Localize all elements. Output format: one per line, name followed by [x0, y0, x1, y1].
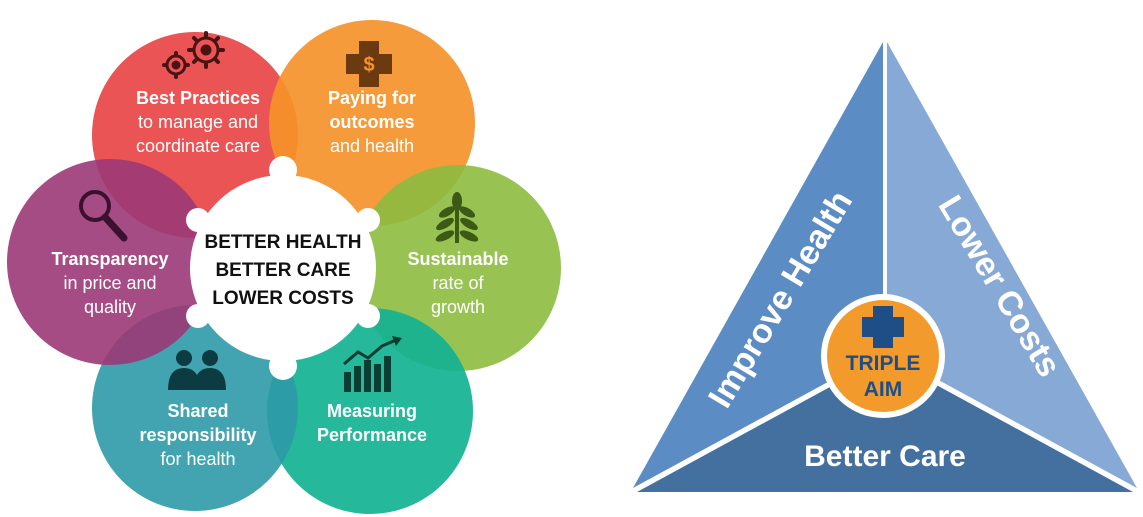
petal-paying-text: Paying for outcomes and health: [328, 88, 416, 156]
measuring-line-1: Measuring: [327, 401, 417, 421]
paying-line-1: Paying for: [328, 88, 416, 108]
sustainable-line-1: Sustainable: [407, 249, 508, 269]
shared-line-3: for health: [160, 449, 235, 469]
triple-aim-line-1: TRIPLE: [846, 352, 921, 375]
transparency-line-1: Transparency: [51, 249, 168, 269]
sustainable-line-2: rate of: [432, 273, 484, 293]
petal-shared-text: Shared responsibility for health: [139, 401, 256, 469]
shared-line-1: Shared: [167, 401, 228, 421]
petal-measuring-performance: [267, 308, 473, 514]
flower-center: BETTER HEALTH BETTER CARE LOWER COSTS: [186, 156, 380, 380]
dollar-cross-icon: $: [346, 41, 392, 87]
gears-icon: [162, 31, 225, 79]
badge-disc: [827, 300, 939, 412]
petal-sustainable-text: Sustainable rate of growth: [407, 249, 508, 317]
triple-aim-triangle: Improve Health Lower Costs Better Care T…: [619, 33, 1143, 501]
transparency-line-2: in price and: [63, 273, 156, 293]
triple-aim-badge: TRIPLE AIM: [821, 294, 945, 418]
triangle-left-face: [633, 42, 883, 488]
leaf-plant-icon: [435, 192, 479, 243]
triple-aim-line-2: AIM: [864, 378, 903, 401]
bar-chart-icon: [343, 336, 402, 392]
flower-diagram: BETTER HEALTH BETTER CARE LOWER COSTS Be…: [7, 20, 561, 514]
best-practices-line-2: to manage and: [138, 112, 258, 132]
shared-line-2: responsibility: [139, 425, 256, 445]
triangle-right-face: [887, 42, 1137, 488]
center-line-1: BETTER HEALTH: [205, 232, 362, 253]
better-care-label: Better Care: [804, 440, 966, 473]
best-practices-title: Best Practices: [136, 88, 260, 108]
petal-measuring-text: Measuring Performance: [317, 401, 427, 445]
svg-text:$: $: [363, 54, 374, 76]
petal-transparency: [7, 159, 213, 365]
paying-line-3: and health: [330, 136, 414, 156]
transparency-line-3: quality: [84, 297, 136, 317]
petal-best-practices-text: Best Practices to manage and coordinate …: [136, 88, 260, 156]
petal-transparency-text: Transparency in price and quality: [51, 249, 168, 317]
people-icon: [168, 350, 226, 390]
measuring-line-2: Performance: [317, 425, 427, 445]
center-disc: [190, 175, 376, 361]
paying-line-2: outcomes: [329, 112, 414, 132]
sustainable-line-3: growth: [431, 297, 485, 317]
center-line-3: LOWER COSTS: [212, 288, 353, 309]
plus-icon: [862, 306, 904, 348]
center-line-2: BETTER CARE: [215, 260, 350, 281]
petal-transparency-circle: [7, 159, 213, 365]
magnifier-icon: [79, 190, 128, 242]
best-practices-line-3: coordinate care: [136, 136, 260, 156]
petal-measuring-circle: [267, 308, 473, 514]
triangle-bottom-face: [637, 357, 1133, 492]
